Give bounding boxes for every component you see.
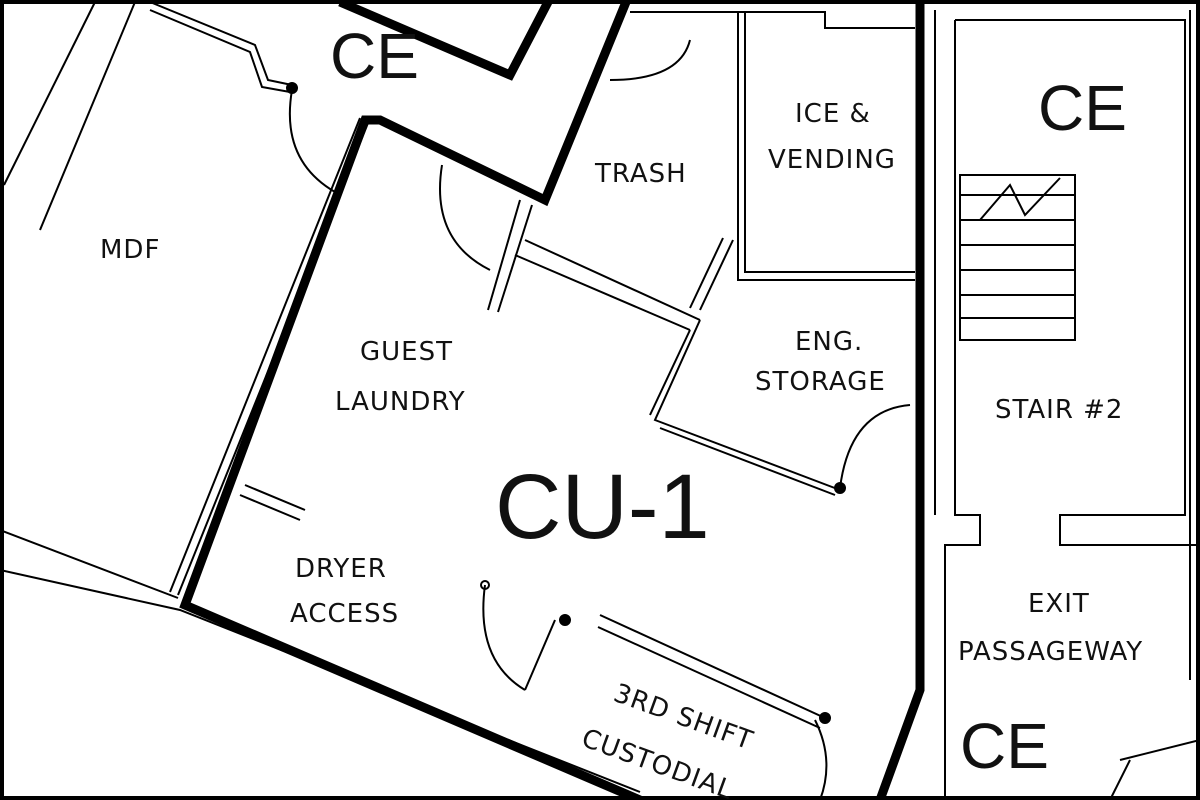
room-label-exit-passageway-line2: PASSAGEWAY: [958, 637, 1143, 667]
room-label-trash: TRASH: [594, 159, 687, 189]
room-label-guest-laundry-line1: GUEST: [360, 337, 453, 367]
room-label-ice-vending-line1: ICE &: [795, 99, 871, 129]
door-swings: [286, 39, 911, 800]
unit-boundary-walls: [179, 0, 925, 800]
room-label-eng-storage-line2: STORAGE: [755, 367, 886, 397]
stair-treads: [959, 174, 1076, 341]
room-label-mdf: MDF: [100, 235, 160, 265]
room-label-dryer-access-line1: DRYER: [295, 554, 387, 584]
room-label-stair: STAIR #2: [995, 395, 1123, 425]
unit-tag-cu-1: CU-1: [495, 456, 710, 558]
room-label-guest-laundry-line2: LAUNDRY: [335, 387, 466, 417]
room-label-exit-passageway-line1: EXIT: [1028, 589, 1090, 619]
zone-marker-ce-top: CE: [330, 20, 419, 92]
room-label-eng-storage-line1: ENG.: [795, 327, 863, 357]
room-label-dryer-access-line2: ACCESS: [290, 599, 399, 629]
zone-marker-ce-right: CE: [1038, 72, 1127, 144]
room-label-ice-vending-line2: VENDING: [768, 145, 896, 175]
zone-marker-ce-bottom: CE: [960, 710, 1049, 782]
